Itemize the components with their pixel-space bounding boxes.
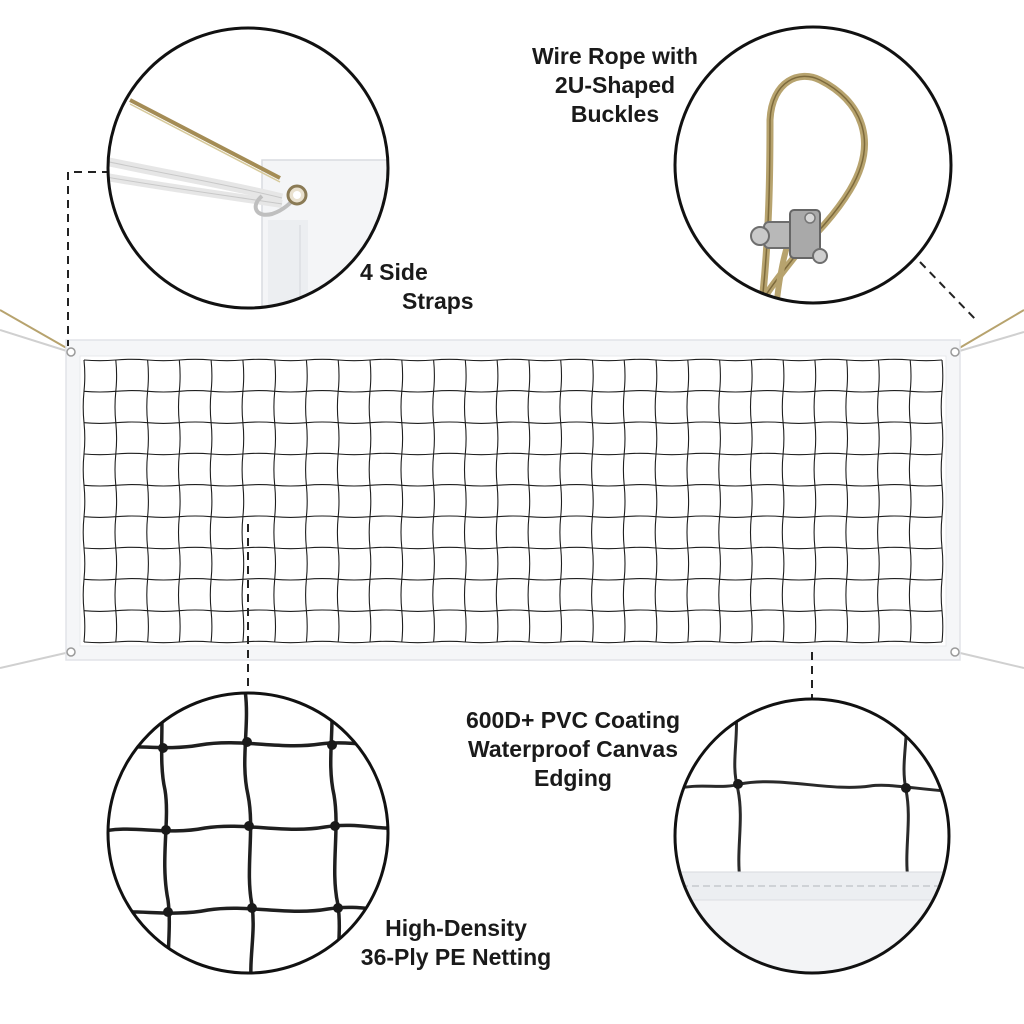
net-vertical-strand — [241, 359, 245, 643]
net-vertical-strand — [463, 359, 467, 643]
net-horizontal-strand — [83, 452, 943, 456]
net-horizontal-strand — [83, 578, 943, 581]
net-vertical-strand — [432, 359, 435, 643]
net-vertical-strand — [908, 359, 912, 643]
pvc-edging-label-line-2: Waterproof Canvas — [467, 736, 679, 762]
canvas-edging-icon — [673, 697, 951, 975]
wire-rope-label-line-1: Wire Rope with — [532, 43, 698, 69]
net-vertical-strand — [527, 359, 531, 643]
right-top-rope — [955, 309, 1024, 351]
leader-wire-rope — [919, 261, 979, 323]
grommet-icon — [950, 347, 960, 357]
net-vertical-strand — [146, 359, 149, 643]
net-vertical-strand — [495, 359, 499, 643]
net-vertical-strand — [591, 359, 594, 643]
net-horizontal-strand — [83, 640, 943, 644]
grommet-icon — [66, 347, 76, 357]
netting-label-line-2: 36-Ply PE Netting — [360, 944, 552, 970]
netting-label-line-1: High-Density — [385, 915, 527, 941]
net-horizontal-strand — [83, 515, 943, 518]
net-horizontal-strand — [83, 484, 943, 487]
net-horizontal-strand — [83, 421, 943, 424]
left-bottom-strap — [0, 651, 71, 669]
net-vertical-strand — [209, 359, 213, 643]
net-vertical-strand — [877, 359, 880, 643]
netting-closeup-icon — [106, 691, 390, 975]
net-horizontal-strand — [83, 358, 943, 362]
leader-lines — [67, 171, 979, 700]
side-straps-label-line-2: Straps — [402, 288, 474, 314]
wire-rope-buckle-icon — [673, 25, 953, 305]
net-vertical-strand — [559, 359, 563, 643]
side-strap-grommet-icon — [106, 26, 390, 310]
net-vertical-strand — [686, 359, 690, 643]
net-vertical-strand — [368, 359, 372, 643]
net-vertical-strand — [781, 359, 785, 643]
net-vertical-strand — [400, 359, 404, 643]
grommet-icon — [66, 647, 76, 657]
right-bottom-strap — [955, 651, 1024, 669]
net-vertical-strand — [273, 359, 277, 643]
wire-rope-label-line-2: 2U-Shaped — [554, 72, 676, 98]
net-mesh — [82, 358, 944, 644]
net-horizontal-strand — [83, 390, 943, 393]
pvc-edging-label-line-1: 600D+ PVC Coating — [465, 707, 681, 733]
net-vertical-strand — [718, 359, 721, 643]
net-vertical-strand — [114, 359, 118, 643]
net-vertical-strand — [654, 359, 658, 643]
net-vertical-strand — [813, 359, 817, 643]
volleyball-net — [0, 309, 1024, 669]
side-straps-callout-label: 4 Side Straps — [360, 258, 500, 316]
grommet-icon — [950, 647, 960, 657]
net-vertical-strand — [622, 359, 626, 643]
net-vertical-strand — [940, 359, 944, 643]
netting-callout-label: High-Density 36-Ply PE Netting — [336, 914, 576, 972]
net-vertical-strand — [305, 359, 308, 643]
left-top-rope — [0, 309, 71, 351]
net-vertical-strand — [336, 359, 340, 643]
net-vertical-strand — [82, 359, 86, 643]
wire-rope-callout-label: Wire Rope with 2U-Shaped Buckles — [510, 42, 720, 129]
net-vertical-strand — [177, 359, 181, 643]
net-horizontal-strand — [83, 609, 943, 612]
net-mesh-area — [79, 355, 947, 647]
right-top-strap — [955, 331, 1024, 353]
wire-rope-label-line-3: Buckles — [570, 101, 660, 127]
side-straps-label-line-1: 4 Side — [360, 259, 428, 285]
net-horizontal-strand — [83, 546, 943, 550]
leader-side-straps — [67, 171, 110, 346]
net-vertical-strand — [845, 359, 849, 643]
pvc-edging-label-line-3: Edging — [534, 765, 612, 791]
net-vertical-strand — [749, 359, 753, 643]
pvc-edging-callout-label: 600D+ PVC Coating Waterproof Canvas Edgi… — [442, 706, 704, 793]
left-top-strap — [0, 329, 71, 353]
